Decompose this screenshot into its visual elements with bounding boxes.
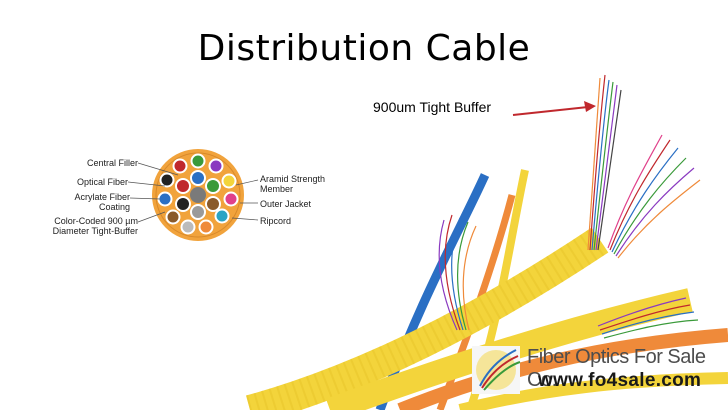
logo-mark-icon	[472, 346, 521, 394]
logo-company-name: Fiber Optics For Sale Co.	[527, 346, 706, 391]
main-yellow-cable	[246, 227, 609, 410]
page-title: Distribution Cable	[197, 28, 531, 69]
label-optical-fiber: Optical Fiber	[76, 177, 128, 187]
label-tight-buffer: Color-Coded 900 µm Diameter Tight-Buffer	[52, 216, 138, 236]
label-ripcord: Ripcord	[260, 216, 292, 226]
label-central-filler: Central Filler	[86, 158, 138, 168]
label-acrylate-coating: Acrylate Fiber Coating	[74, 192, 130, 212]
fiber-bundle-top	[587, 74, 622, 251]
orange-cable	[397, 328, 728, 410]
fiber-bundle-lower	[597, 297, 699, 339]
fiber-bundle-left	[438, 214, 477, 331]
label-outer-jacket: Outer Jacket	[260, 199, 312, 209]
logo-website: www.fo4sale.com	[538, 370, 702, 391]
callout-arrowhead	[584, 101, 596, 112]
tight-buffer-label: 900um Tight Buffer	[373, 99, 492, 115]
yellow-lower-cable	[458, 372, 728, 410]
callout-arrow-line	[512, 106, 589, 116]
label-aramid: Aramid Strength Member	[260, 174, 326, 194]
fiber-bundle-right	[607, 134, 701, 259]
cable-cross-section	[127, 149, 259, 241]
